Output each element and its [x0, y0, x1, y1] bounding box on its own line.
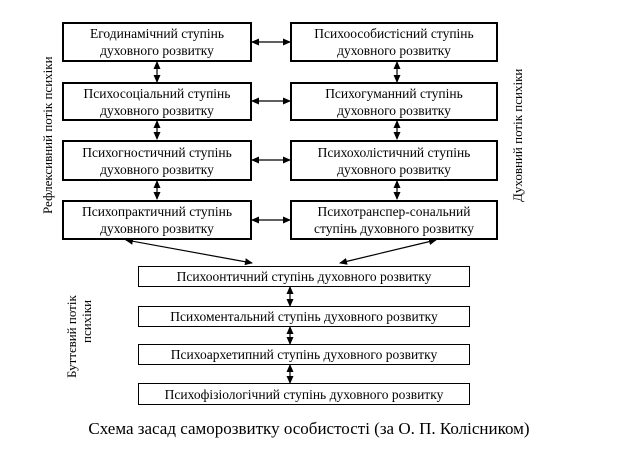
- box-line: Егодинамічний ступінь: [89, 26, 225, 41]
- box-line: духовного розвитку: [100, 102, 214, 118]
- box-psychoontic: Психоонтичний ступінь духовного розвитку: [138, 266, 470, 287]
- box-line: Психоментальний ступінь духовного розвит…: [170, 309, 438, 324]
- label-existential-stream-2: психіки: [79, 299, 94, 343]
- box-line: духовного розвитку: [100, 43, 214, 58]
- box-line: духовного розвитку: [100, 221, 214, 236]
- box-psychopractical: Психопрактичний ступінь духовного розвитк…: [62, 200, 252, 240]
- box-line: Психосоціальний ступінь: [83, 85, 231, 101]
- box-line: Психоонтичний ступінь духовного розвитку: [176, 269, 432, 284]
- box-psychomental: Психоментальний ступінь духовного розвит…: [138, 306, 470, 327]
- figure-caption: Схема засад саморозвитку особистості (за…: [88, 419, 530, 438]
- box-psychoarchetypal: Психоархетипний ступінь духовного розвит…: [138, 344, 470, 365]
- box-psychophysiological: Психофізіологічний ступінь духовного роз…: [138, 383, 470, 405]
- box-line: Психоособистісний ступінь: [314, 26, 474, 41]
- box-line: духовного розвитку: [337, 43, 451, 58]
- label-reflexive-stream: Рефлексивний потік психіки: [40, 56, 55, 214]
- box-line: Психоархетипний ступінь духовного розвит…: [170, 347, 438, 362]
- box-line: духовного розвитку: [100, 161, 214, 177]
- box-line: духовного розвитку: [337, 102, 451, 118]
- box-line: Психопрактичний ступінь: [81, 204, 233, 219]
- box-line: Психофізіологічний ступінь духовного роз…: [164, 386, 444, 402]
- box-egodynamic: Егодинамічний ступінь духовного розвитку: [62, 22, 252, 62]
- box-line: духовного розвитку: [337, 161, 451, 177]
- label-spiritual-stream: Духовний потік психіки: [510, 68, 525, 202]
- box-psychotranspersonal: Психотранспер-сональний ступінь духовного…: [290, 200, 498, 240]
- box-line: Психохолістичний ступінь: [317, 144, 471, 160]
- box-line: Психогуманний ступінь: [325, 85, 463, 101]
- box-psychopersonal: Психоособистісний ступінь духовного розви…: [290, 22, 498, 62]
- label-existential-stream-1: Буттєвий потік: [64, 295, 79, 378]
- box-line: ступінь духовного розвитку: [314, 221, 474, 236]
- arrow-diag-left: [125, 237, 253, 266]
- box-line: Психогностичний ступінь: [82, 144, 232, 160]
- arrow-diag-right: [339, 238, 437, 265]
- box-line: Психотранспер-сональний: [317, 204, 471, 219]
